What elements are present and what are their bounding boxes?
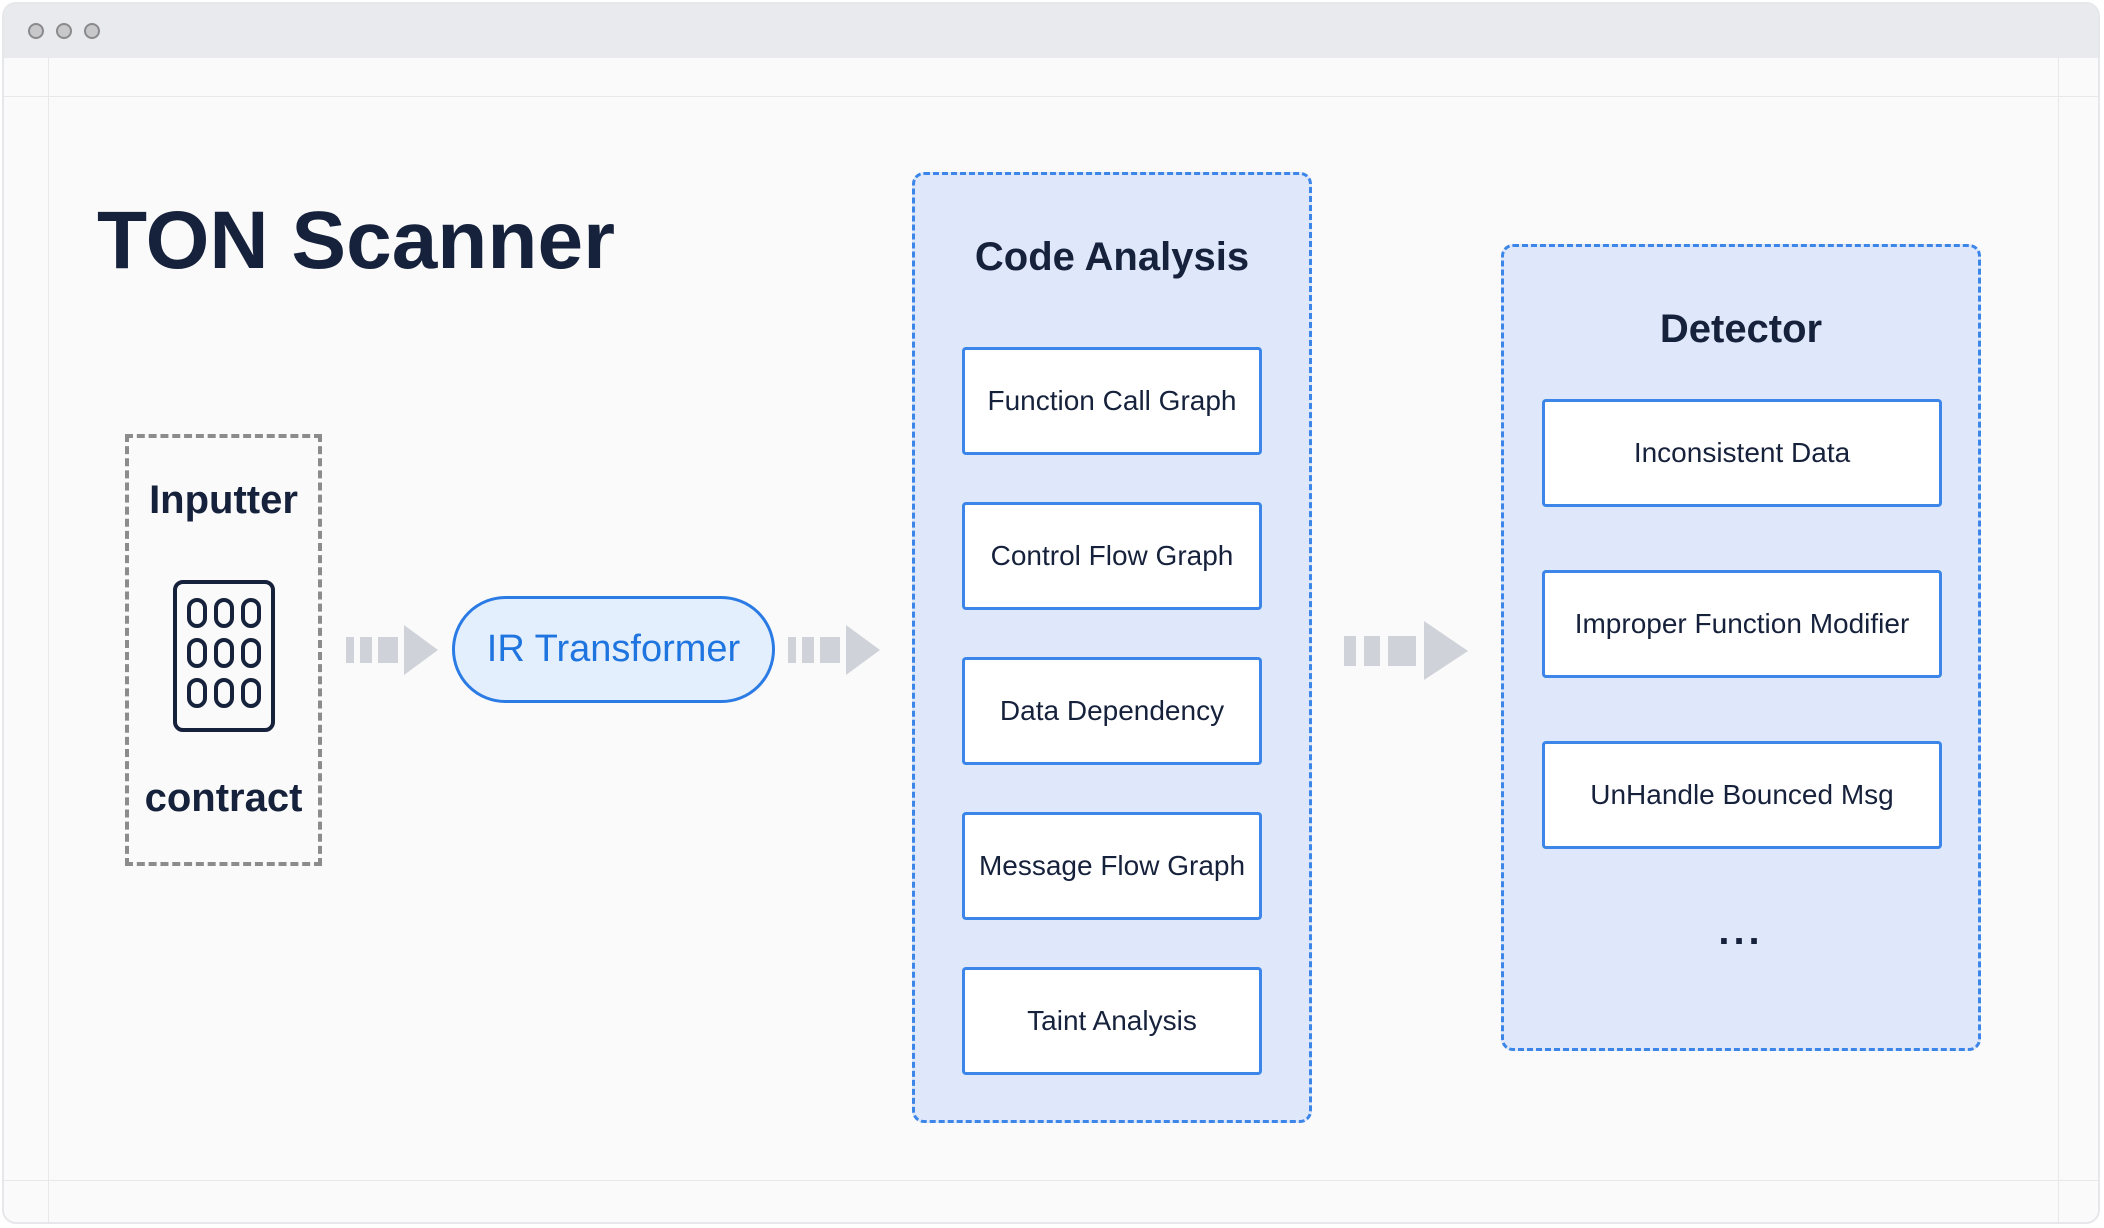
contract-code-icon	[173, 580, 275, 732]
window-maximize-button[interactable]	[84, 23, 100, 39]
guide-line-right	[2058, 58, 2059, 1222]
code-analysis-item-label: Taint Analysis	[1027, 1005, 1197, 1036]
inputter-title: Inputter	[149, 478, 298, 522]
detector-item: Inconsistent Data	[1542, 399, 1942, 507]
window-close-button[interactable]	[28, 23, 44, 39]
guide-line-left	[48, 58, 49, 1222]
detector-item: UnHandle Bounced Msg	[1542, 741, 1942, 849]
code-analysis-item: Control Flow Graph	[962, 502, 1262, 610]
code-analysis-item: Function Call Graph	[962, 347, 1262, 455]
code-analysis-item: Taint Analysis	[962, 967, 1262, 1075]
detector-title: Detector	[1659, 307, 1823, 351]
guide-line-top	[4, 96, 2098, 97]
ir-transformer-node: IR Transformer	[452, 596, 775, 703]
detector-item-label: Improper Function Modifier	[1574, 608, 1910, 639]
flow-arrow-icon	[788, 625, 880, 675]
detector-panel: Detector Inconsistent Data Improper Func…	[1501, 244, 1981, 1051]
code-analysis-panel: Code Analysis Function Call Graph Contro…	[912, 172, 1312, 1123]
code-analysis-item: Data Dependency	[962, 657, 1262, 765]
guide-line-bottom	[4, 1180, 2098, 1181]
code-analysis-item-label: Control Flow Graph	[990, 540, 1234, 571]
page-title: TON Scanner	[97, 195, 615, 286]
contract-label: contract	[144, 776, 303, 820]
window-minimize-button[interactable]	[56, 23, 72, 39]
detector-more-ellipsis: ...	[1718, 909, 1764, 953]
code-analysis-item: Message Flow Graph	[962, 812, 1262, 920]
flow-arrow-icon	[346, 625, 438, 675]
code-analysis-item-label: Function Call Graph	[987, 385, 1237, 416]
window-titlebar	[4, 4, 2098, 58]
flow-arrow-icon	[1344, 621, 1468, 680]
detector-item-label: Inconsistent Data	[1633, 437, 1851, 468]
detector-item: Improper Function Modifier	[1542, 570, 1942, 678]
code-analysis-title: Code Analysis	[974, 235, 1250, 279]
detector-item-label: UnHandle Bounced Msg	[1590, 779, 1894, 810]
code-analysis-item-label: Message Flow Graph	[978, 850, 1246, 881]
ir-transformer-label: IR Transformer	[486, 628, 741, 670]
code-analysis-item-label: Data Dependency	[999, 695, 1225, 726]
inputter-box: Inputter contract	[125, 434, 322, 866]
